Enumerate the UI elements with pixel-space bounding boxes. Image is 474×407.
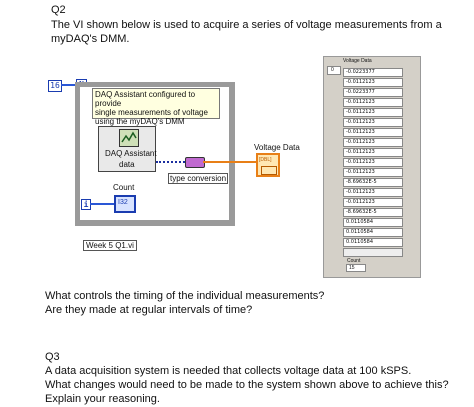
- array-row: 0.0110584: [343, 238, 403, 247]
- q2-intro-line1: The VI shown below is used to acquire a …: [51, 19, 442, 31]
- daq-assistant-express-vi[interactable]: DAQ Assistant data: [98, 126, 157, 172]
- iteration-wire: [90, 203, 114, 205]
- q3-line2: What changes would need to be made to th…: [45, 379, 449, 391]
- array-indicator-label: Voltage Data: [343, 58, 372, 64]
- loop-count-wire: [61, 84, 77, 86]
- q2-question-line1: What controls the timing of the individu…: [45, 290, 325, 302]
- array-row: -0.0112123: [343, 128, 403, 137]
- array-row: -0.0112123: [343, 168, 403, 177]
- voltage-data-type: [DBL]: [259, 157, 272, 163]
- q3-heading: Q3: [45, 351, 60, 363]
- daq-assistant-title: DAQ Assistant: [105, 149, 157, 158]
- count-front-indicator: 15: [346, 264, 366, 272]
- array-row: -0.0112123: [343, 98, 403, 107]
- array-index-control[interactable]: 0: [327, 66, 341, 75]
- array-row-empty: [343, 248, 403, 257]
- count-indicator-label: Count: [113, 183, 135, 192]
- array-row: -0.0112123: [343, 118, 403, 127]
- array-row: -0.0112123: [343, 188, 403, 197]
- array-row: 0.0110584: [343, 218, 403, 227]
- array-row: -0.0223377: [343, 88, 403, 97]
- array-row: -0.0112123: [343, 108, 403, 117]
- array-row: -0.0112123: [343, 148, 403, 157]
- type-conversion-dot: [185, 157, 205, 168]
- comment-line1: DAQ Assistant configured to provide: [95, 90, 196, 108]
- type-conversion-label: type conversion: [168, 173, 229, 184]
- daq-output-terminal[interactable]: data: [119, 160, 135, 169]
- count-front-label: Count: [347, 258, 361, 264]
- array-row: -0.0223377: [343, 68, 403, 77]
- voltage-data-indicator[interactable]: [DBL]: [256, 153, 280, 177]
- array-row: -8.69632E-5: [343, 208, 403, 217]
- q2-intro-line2: myDAQ's DMM.: [51, 33, 130, 45]
- array-row: -8.69632E-5: [343, 178, 403, 187]
- array-index-value: 0: [331, 67, 334, 73]
- array-row: -0.0112123: [343, 198, 403, 207]
- q3-line1: A data acquisition system is needed that…: [45, 365, 412, 377]
- q2-heading: Q2: [51, 4, 66, 16]
- array-row: 0.0110584: [343, 228, 403, 237]
- array-row: -0.0112123: [343, 78, 403, 87]
- vi-file-label: Week 5 Q1.vi: [83, 240, 137, 251]
- count-indicator[interactable]: I32: [114, 195, 136, 213]
- comment-line3: using the myDAQ's DMM: [95, 117, 185, 126]
- array-row: -0.0112123: [343, 138, 403, 147]
- comment-line2: single measurements of voltage: [95, 108, 208, 117]
- q3-line3: Explain your reasoning.: [45, 393, 160, 405]
- q2-question-line2: Are they made at regular intervals of ti…: [45, 304, 253, 316]
- array-grid-icon: [261, 166, 277, 175]
- array-row: -0.0112123: [343, 158, 403, 167]
- array-wire: [203, 161, 256, 163]
- loop-count-constant[interactable]: 16: [48, 80, 62, 92]
- count-front-value: 15: [349, 265, 355, 271]
- count-type: I32: [118, 199, 128, 206]
- dynamic-data-wire: [156, 161, 188, 163]
- daq-assistant-icon: [119, 129, 139, 147]
- diagram-comment: DAQ Assistant configured to provide sing…: [92, 88, 220, 126]
- voltage-data-indicator-label: Voltage Data: [254, 143, 300, 152]
